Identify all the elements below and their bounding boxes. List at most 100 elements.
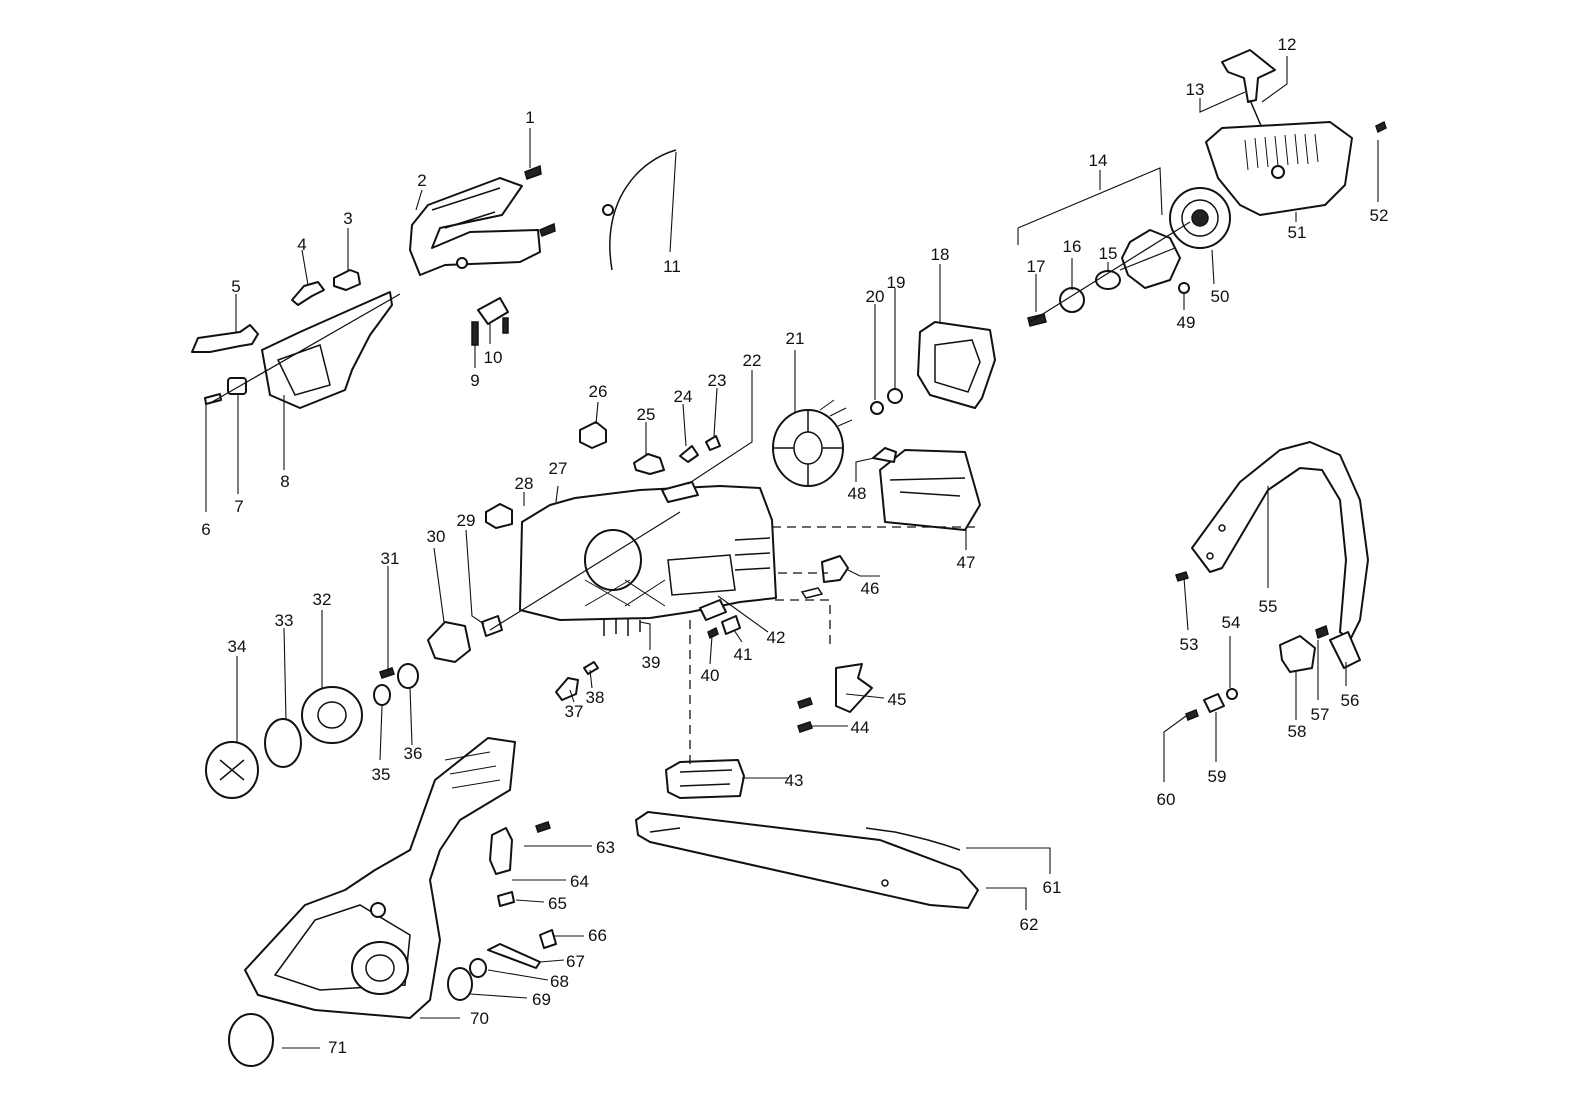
drum-32 xyxy=(301,686,363,744)
callout-59: 59 xyxy=(1208,767,1227,786)
screw-57 xyxy=(1315,624,1329,640)
throttle-trigger-part xyxy=(291,281,325,306)
washer-16 xyxy=(1059,287,1085,313)
throttle-lock-part xyxy=(333,269,361,291)
callout-26: 26 xyxy=(589,382,608,401)
chain-guard-70 xyxy=(244,737,516,1019)
callout-44: 44 xyxy=(851,718,870,737)
flywheel-shroud xyxy=(917,321,996,409)
brake-lever-37 xyxy=(555,677,579,701)
screw-10b xyxy=(502,317,509,334)
cable-bracket-28 xyxy=(485,503,513,529)
plug-48 xyxy=(872,447,897,463)
screw-44b xyxy=(797,721,813,733)
screw-53 xyxy=(1175,571,1189,582)
screw-52 xyxy=(1375,120,1387,134)
handle-cover xyxy=(261,291,393,409)
starter-rope xyxy=(1249,99,1263,129)
callout-71: 71 xyxy=(328,1038,347,1057)
callout-14: 14 xyxy=(1089,151,1108,170)
callout-2: 2 xyxy=(417,171,426,190)
guide-bar-62 xyxy=(635,811,979,909)
callout-23: 23 xyxy=(708,371,727,390)
handle-screw-1 xyxy=(524,164,542,180)
callout-30: 30 xyxy=(427,527,446,546)
starter-grip xyxy=(1221,49,1276,103)
washer-20 xyxy=(870,401,884,415)
screw-6 xyxy=(204,393,222,405)
handle-screw-2 xyxy=(539,222,556,237)
bracket-64 xyxy=(489,827,513,875)
callout-24: 24 xyxy=(674,387,693,406)
mount-56 xyxy=(1329,631,1361,669)
callout-16: 16 xyxy=(1063,237,1082,256)
starter-pulley xyxy=(1169,187,1231,249)
pin-65 xyxy=(497,891,515,907)
bracket-58 xyxy=(1279,635,1316,673)
washer-54 xyxy=(1226,688,1238,700)
callout-39: 39 xyxy=(642,653,661,672)
callout-6: 6 xyxy=(201,520,210,539)
callout-29: 29 xyxy=(457,511,476,530)
callout-12: 12 xyxy=(1278,35,1297,54)
pinion-35 xyxy=(373,684,391,706)
screw-31 xyxy=(379,667,395,679)
callout-3: 3 xyxy=(343,209,352,228)
callout-63: 63 xyxy=(596,838,615,857)
callout-41: 41 xyxy=(734,645,753,664)
part-number-callouts: 1 2 3 4 5 6 7 8 9 10 11 12 13 14 15 16 1… xyxy=(201,35,1388,1057)
switch-25 xyxy=(633,453,665,475)
callout-28: 28 xyxy=(515,474,534,493)
callout-47: 47 xyxy=(957,553,976,572)
callout-56: 56 xyxy=(1341,691,1360,710)
gear-69 xyxy=(447,967,473,1001)
clutch-34 xyxy=(205,741,259,799)
motor-mount-26 xyxy=(579,421,607,449)
callout-34: 34 xyxy=(228,637,247,656)
flywheel-fan xyxy=(772,399,853,487)
callout-32: 32 xyxy=(313,590,332,609)
pin-38 xyxy=(583,661,599,675)
callout-51: 51 xyxy=(1288,223,1307,242)
screw-63 xyxy=(535,821,551,833)
bearing-29 xyxy=(481,615,503,637)
spring-23 xyxy=(705,435,721,451)
callout-54: 54 xyxy=(1222,613,1241,632)
callout-70: 70 xyxy=(470,1009,489,1028)
bar-plate-43 xyxy=(665,759,745,799)
callout-20: 20 xyxy=(866,287,885,306)
callout-67: 67 xyxy=(566,952,585,971)
callout-65: 65 xyxy=(548,894,567,913)
screw-9 xyxy=(471,321,479,346)
washer-36 xyxy=(397,663,419,689)
front-handle-55 xyxy=(1191,441,1369,641)
spacer-24 xyxy=(679,445,699,463)
capacitor-46 xyxy=(821,555,849,583)
callout-5: 5 xyxy=(231,277,240,296)
plate-41 xyxy=(721,615,741,635)
knob-59 xyxy=(1203,693,1225,713)
callout-58: 58 xyxy=(1288,722,1307,741)
nut-19 xyxy=(887,388,903,404)
callout-19: 19 xyxy=(887,273,906,292)
callout-55: 55 xyxy=(1259,597,1278,616)
callout-35: 35 xyxy=(372,765,391,784)
saw-chain-61 xyxy=(865,827,961,851)
callout-46: 46 xyxy=(861,579,880,598)
callout-62: 62 xyxy=(1020,915,1039,934)
callout-15: 15 xyxy=(1099,244,1118,263)
callout-66: 66 xyxy=(588,926,607,945)
callout-43: 43 xyxy=(785,771,804,790)
chain-tensioner-42 xyxy=(699,599,727,621)
callout-4: 4 xyxy=(297,235,306,254)
callout-60: 60 xyxy=(1157,790,1176,809)
callout-48: 48 xyxy=(848,484,867,503)
callout-9: 9 xyxy=(470,371,479,390)
callout-31: 31 xyxy=(381,549,400,568)
cover-47 xyxy=(879,449,981,531)
callout-1: 1 xyxy=(525,108,534,127)
callout-40: 40 xyxy=(701,666,720,685)
callout-27: 27 xyxy=(549,459,568,478)
screw-44 xyxy=(797,697,813,709)
